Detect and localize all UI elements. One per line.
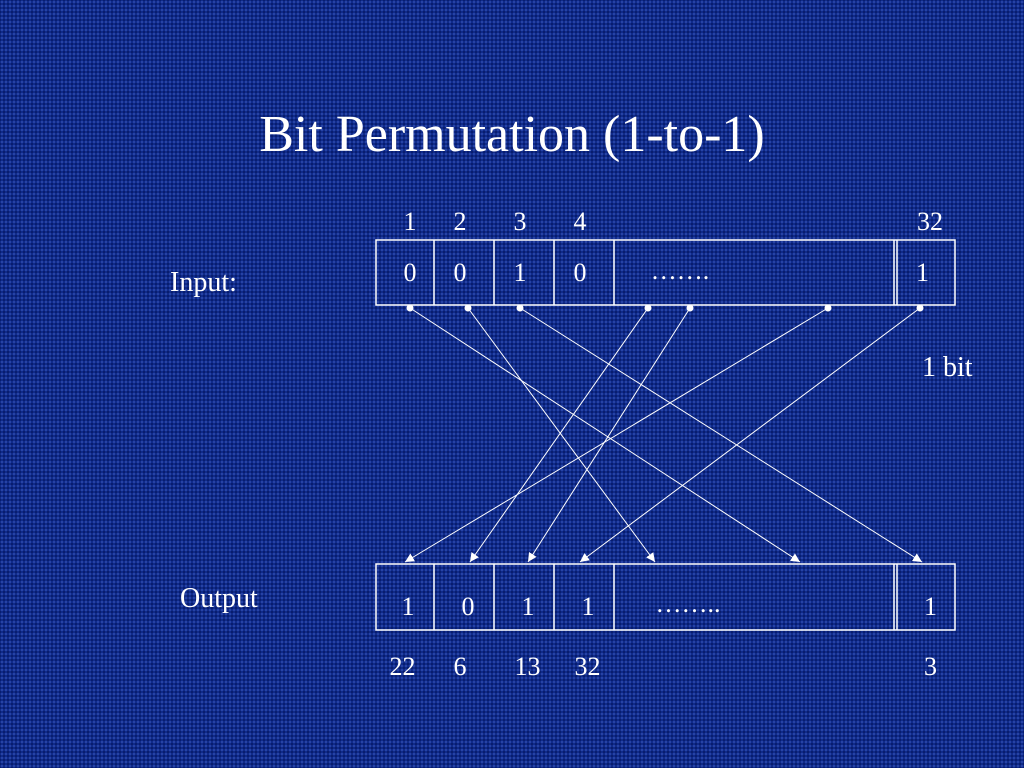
output-source-3: 13 bbox=[514, 652, 541, 681]
tap-dot bbox=[824, 304, 832, 312]
input-position-4: 4 bbox=[573, 207, 587, 236]
input-bit-2: 0 bbox=[453, 258, 467, 287]
wire-arrow bbox=[469, 307, 649, 563]
input-register-outline bbox=[375, 239, 956, 306]
permutation-wires bbox=[404, 307, 923, 563]
input-bit-32: 1 bbox=[916, 258, 929, 287]
input-bit-3: 1 bbox=[513, 258, 527, 287]
input-position-1: 1 bbox=[403, 207, 417, 236]
tap-dot bbox=[464, 304, 472, 312]
wire-arrow bbox=[519, 307, 923, 563]
input-position-32: 32 bbox=[917, 207, 943, 236]
bit-size-label: 1 bit bbox=[922, 352, 973, 383]
tap-dot bbox=[406, 304, 414, 312]
input-register bbox=[375, 239, 956, 306]
input-ellipsis: ……. bbox=[650, 256, 710, 285]
output-source-4: 32 bbox=[574, 652, 601, 681]
wire-arrow bbox=[467, 307, 656, 563]
input-bit-1: 0 bbox=[403, 258, 417, 287]
output-source-32: 3 bbox=[924, 652, 937, 681]
wire-arrow bbox=[404, 307, 829, 563]
output-ellipsis: …….. bbox=[655, 589, 721, 618]
output-source-2: 6 bbox=[453, 652, 467, 681]
output-register-outline bbox=[375, 563, 956, 631]
output-source-1: 22 bbox=[389, 652, 416, 681]
input-tap-dots bbox=[406, 304, 924, 312]
tap-dot bbox=[916, 304, 924, 312]
input-label: Input: bbox=[170, 267, 237, 298]
wire-arrow bbox=[579, 307, 921, 563]
input-position-3: 3 bbox=[513, 207, 527, 236]
wire-arrow bbox=[527, 307, 691, 563]
output-bit-3: 1 bbox=[521, 592, 535, 621]
slide-title: Bit Permutation (1-to-1) bbox=[259, 106, 765, 163]
input-bit-4: 0 bbox=[573, 258, 587, 287]
wire-arrow bbox=[409, 307, 801, 563]
input-position-2: 2 bbox=[453, 207, 467, 236]
tap-dot bbox=[516, 304, 524, 312]
tap-dot bbox=[686, 304, 694, 312]
output-bit-4: 1 bbox=[581, 592, 595, 621]
output-register bbox=[375, 563, 956, 631]
output-label: Output bbox=[180, 583, 258, 614]
output-bit-1: 1 bbox=[401, 592, 415, 621]
tap-dot bbox=[644, 304, 652, 312]
output-bit-32: 1 bbox=[924, 592, 937, 621]
output-bit-2: 0 bbox=[461, 592, 475, 621]
